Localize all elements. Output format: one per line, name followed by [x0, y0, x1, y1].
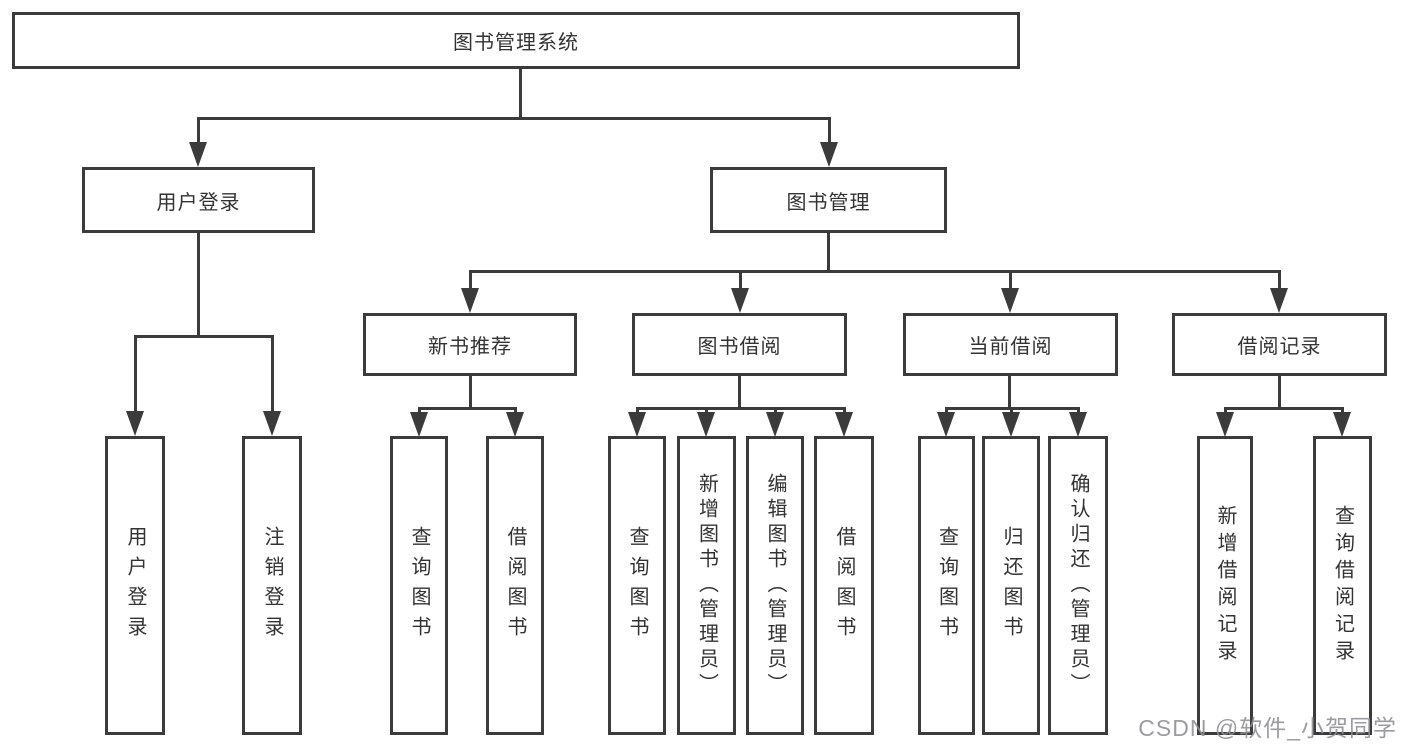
arrowhead-down [835, 412, 853, 437]
leaf-label: 新增图书（管理员） [695, 473, 718, 698]
leaf-label: 新增借阅记录 [1214, 504, 1236, 667]
arrowhead-down [1333, 412, 1351, 437]
leaf-add-borrow-record: 新增借阅记录 [1197, 436, 1253, 735]
connector-line [1008, 376, 1011, 410]
connector-line [1278, 270, 1281, 292]
connector-line [197, 233, 200, 335]
connector-line [828, 117, 831, 147]
leaf-borrow-books-recommend: 借阅图书 [486, 436, 544, 735]
connector-line [469, 270, 472, 292]
arrowhead-down [126, 411, 144, 436]
node-library-system: 图书管理系统 [12, 12, 1020, 69]
connector-line [469, 270, 1281, 273]
arrowhead-down [937, 412, 955, 437]
connector-line [636, 407, 845, 410]
node-label: 借阅记录 [1237, 336, 1322, 358]
arrowhead-down [1001, 288, 1019, 313]
arrowhead-down [731, 288, 749, 313]
node-user-login: 用户登录 [82, 167, 315, 233]
leaf-borrow-books-borrow: 借阅图书 [814, 436, 874, 735]
node-book-management: 图书管理 [710, 167, 947, 233]
leaf-label: 查询借阅记录 [1331, 504, 1354, 667]
leaf-label: 用户登录 [124, 525, 146, 646]
arrowhead-down [189, 142, 207, 167]
leaf-logout: 注销登录 [242, 436, 302, 735]
node-label: 图书管理 [786, 191, 871, 214]
arrowhead-down [697, 412, 715, 437]
connector-line [271, 335, 274, 417]
leaf-query-books-recommend: 查询图书 [390, 436, 448, 735]
leaf-query-books-borrow: 查询图书 [608, 436, 666, 735]
arrowhead-down [1002, 412, 1020, 437]
connector-line [1009, 270, 1012, 292]
connector-line [197, 117, 200, 147]
node-book-borrowing: 图书借阅 [632, 313, 847, 376]
connector-line [418, 407, 517, 410]
node-label: 图书管理系统 [453, 32, 579, 54]
leaf-label: 查询图书 [935, 525, 958, 646]
node-new-book-recommendation: 新书推荐 [363, 313, 577, 376]
arrowhead-down [820, 142, 838, 167]
node-label: 图书借阅 [697, 336, 782, 358]
node-current-borrowing: 当前借阅 [903, 313, 1118, 376]
node-borrowing-records: 借阅记录 [1172, 313, 1387, 376]
leaf-label: 查询图书 [626, 525, 648, 646]
arrowhead-down [461, 288, 479, 313]
connector-line [827, 233, 830, 273]
leaf-query-borrow-record: 查询借阅记录 [1313, 436, 1372, 735]
leaf-label: 查询图书 [408, 525, 430, 646]
leaf-edit-book-admin: 编辑图书（管理员） [746, 436, 804, 735]
connector-line [134, 335, 274, 338]
arrowhead-down [506, 412, 524, 437]
leaf-confirm-return-admin: 确认归还（管理员） [1048, 436, 1108, 735]
arrowhead-down [628, 412, 646, 437]
connector-line [469, 376, 472, 410]
arrowhead-down [1069, 412, 1087, 437]
arrowhead-down [263, 411, 281, 436]
connector-line [1224, 407, 1343, 410]
leaf-add-book-admin: 新增图书（管理员） [677, 436, 736, 735]
arrowhead-down [410, 412, 428, 437]
leaf-label: 确认归还（管理员） [1067, 473, 1089, 698]
connector-line [519, 69, 522, 117]
leaf-label: 归还图书 [1000, 525, 1022, 646]
connector-line [1278, 376, 1281, 410]
connector-line [739, 270, 742, 292]
leaf-return-books: 归还图书 [982, 436, 1040, 735]
connector-line [197, 117, 831, 120]
leaf-label: 编辑图书（管理员） [764, 473, 786, 698]
leaf-label: 借阅图书 [504, 525, 526, 646]
leaf-label: 借阅图书 [833, 525, 855, 646]
node-label: 用户登录 [156, 191, 241, 214]
leaf-user-login: 用户登录 [105, 436, 165, 735]
connector-line [134, 335, 137, 417]
node-label: 当前借阅 [968, 336, 1053, 358]
arrowhead-down [766, 412, 784, 437]
arrowhead-down [1270, 288, 1288, 313]
connector-line [738, 376, 741, 410]
node-label: 新书推荐 [428, 336, 512, 358]
arrowhead-down [1216, 412, 1234, 437]
leaf-query-books-current: 查询图书 [918, 436, 975, 735]
leaf-label: 注销登录 [261, 525, 283, 646]
